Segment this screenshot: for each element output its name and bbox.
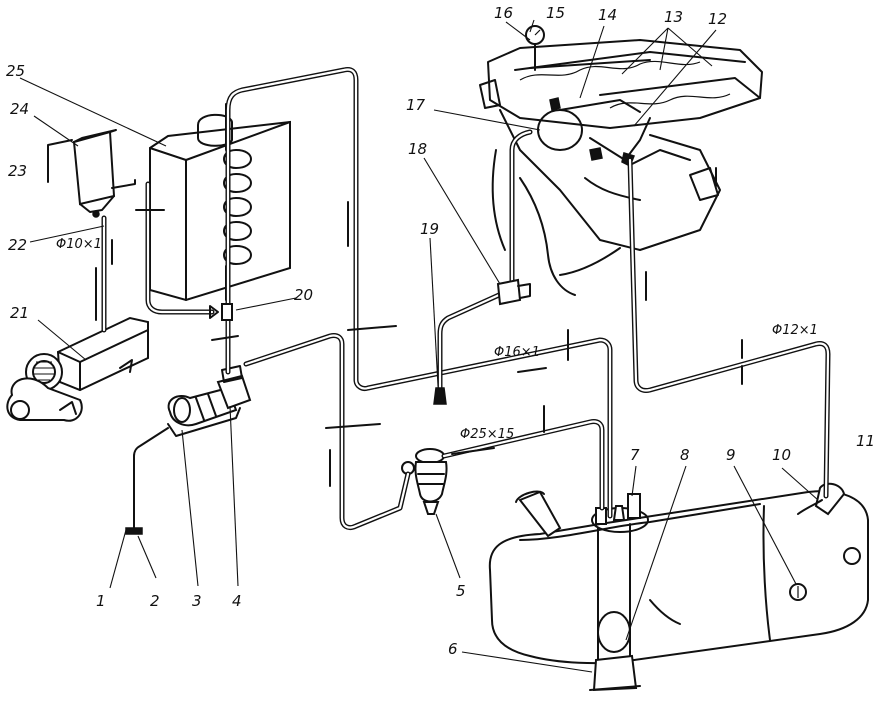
callout-8: 8: [680, 446, 690, 464]
pipe-size-return: Φ12×1: [772, 323, 818, 338]
callout-5: 5: [456, 582, 466, 600]
fuel-tank: [488, 482, 869, 692]
callout-3: 3: [192, 592, 202, 610]
callout-13: 13: [664, 8, 683, 26]
flow-markers: [95, 167, 743, 487]
callout-14: 14: [598, 6, 617, 24]
fuel-filter: [401, 448, 448, 515]
callout-15: 15: [546, 4, 565, 22]
callout-6: 6: [448, 640, 458, 658]
callout-16: 16: [494, 4, 513, 22]
callout-21: 21: [10, 304, 29, 322]
callout-24: 24: [10, 100, 29, 118]
callout-labels: 1 2 3 4 5 6 7 8 9 10 11 12 13 14 15 16 1…: [6, 4, 875, 658]
callout-9: 9: [726, 446, 736, 464]
callout-4: 4: [232, 592, 242, 610]
callout-11: 11: [856, 432, 875, 450]
leader-lines: [19, 19, 819, 673]
heater-unit: [149, 103, 291, 302]
callout-7: 7: [630, 446, 640, 464]
preheater-assembly: [6, 316, 149, 422]
pipe-size-labels: Φ10×1 Φ16×1 Φ25×15 Φ12×1: [56, 237, 818, 442]
callout-10: 10: [772, 446, 791, 464]
callout-1: 1: [96, 592, 106, 610]
fuel-pump: [167, 365, 252, 437]
callout-17: 17: [406, 96, 426, 114]
callout-12: 12: [708, 10, 727, 28]
callout-20: 20: [294, 286, 313, 304]
pipe-size-heater: Φ10×1: [56, 237, 102, 252]
pipe-size-feed: Φ16×1: [494, 345, 540, 360]
callout-2: 2: [150, 592, 160, 610]
expansion-tank: [47, 129, 136, 218]
callout-25: 25: [6, 62, 25, 80]
callout-19: 19: [420, 220, 439, 238]
callout-22: 22: [8, 236, 27, 254]
pipelines: [101, 67, 831, 535]
engine-block: [479, 25, 763, 296]
callout-23: 23: [8, 162, 27, 180]
pipe-size-supply: Φ25×15: [460, 427, 514, 442]
callout-18: 18: [408, 140, 427, 158]
